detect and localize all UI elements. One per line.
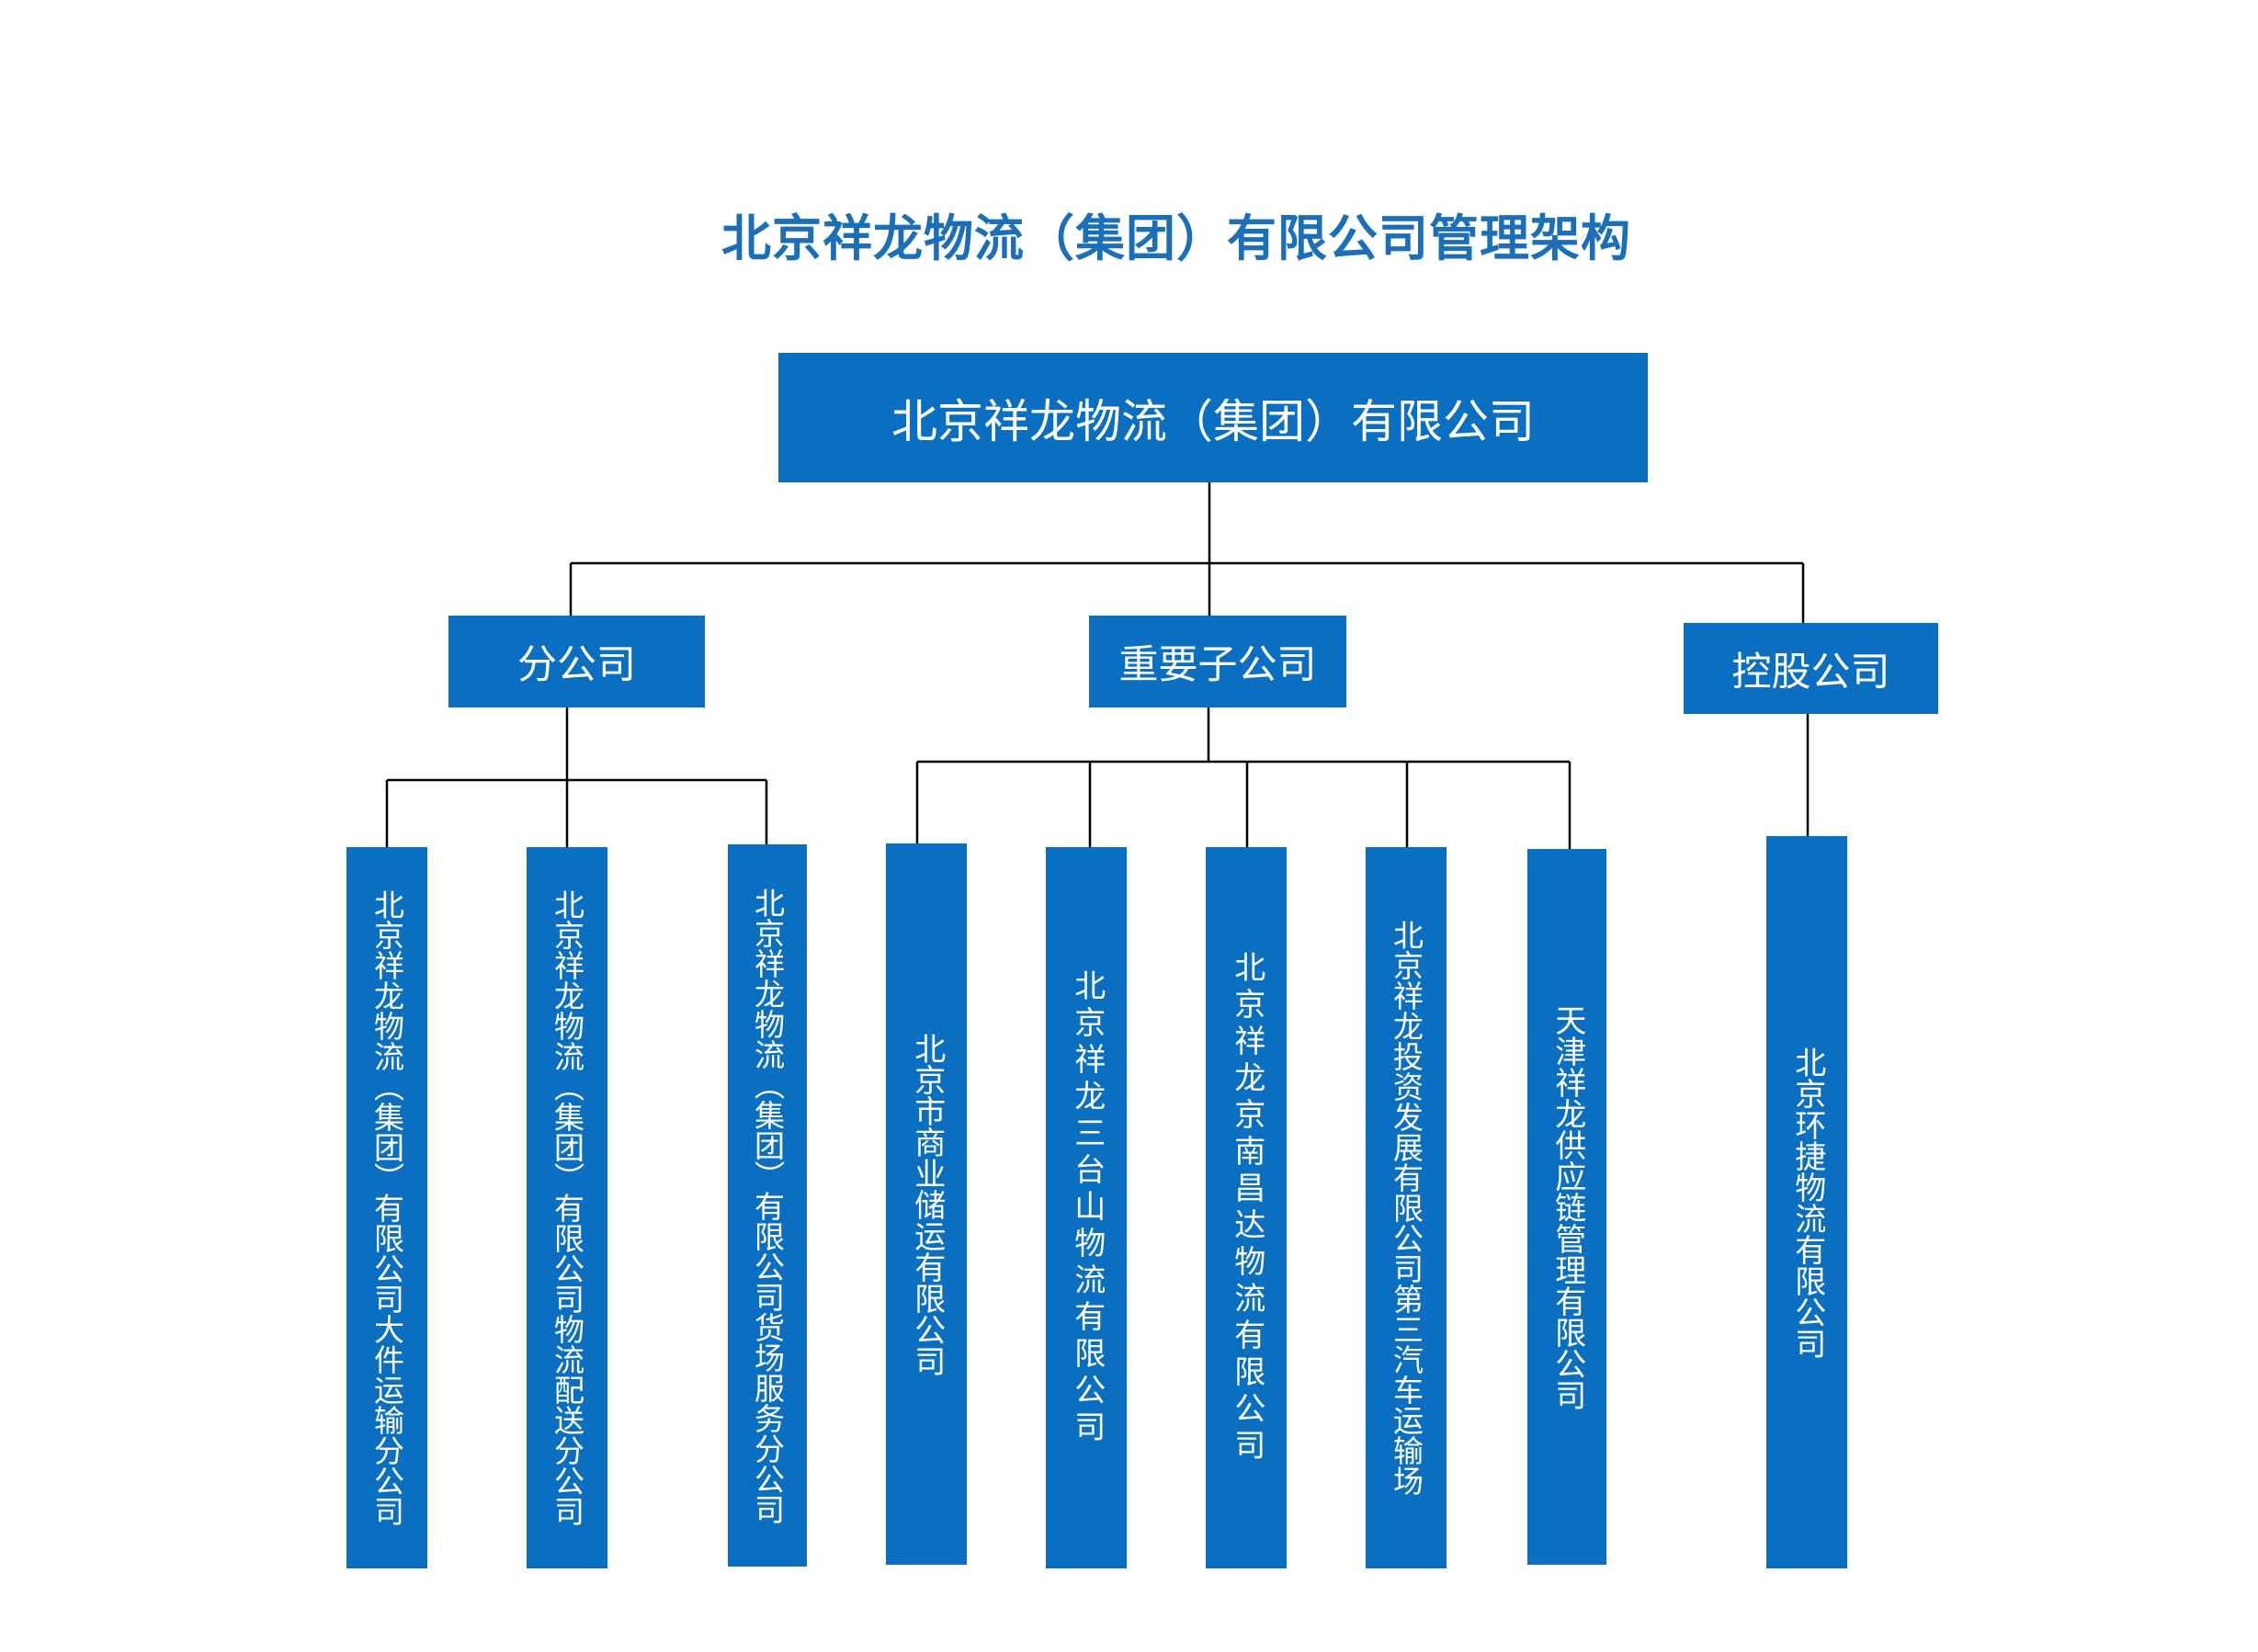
- category-branches: 分公司: [448, 616, 705, 707]
- subsidiary-box: 北京市商业储运有限公司: [886, 843, 967, 1565]
- branch-label: 北京祥龙物流（集团）有限公司大件运输分公司: [369, 889, 405, 1526]
- branch-label: 北京祥龙物流（集团）有限公司货场服务分公司: [749, 887, 786, 1524]
- subsidiary-label: 北京市商业储运有限公司: [908, 1032, 946, 1376]
- category-label: 分公司: [517, 642, 636, 688]
- branch-box: 北京祥龙物流（集团）有限公司物流配送分公司: [527, 847, 607, 1568]
- subsidiary-box: 北京祥龙京南昌达物流有限公司: [1206, 847, 1287, 1568]
- page-title: 北京祥龙物流（集团）有限公司管理架构: [721, 209, 1631, 267]
- branch-label: 北京祥龙物流（集团）有限公司物流配送分公司: [549, 889, 585, 1526]
- root-company-label: 北京祥龙物流（集团）有限公司: [891, 394, 1535, 448]
- subsidiary-box: 天津祥龙供应链管理有限公司: [1527, 849, 1606, 1565]
- branch-box: 北京祥龙物流（集团）有限公司大件运输分公司: [346, 847, 427, 1568]
- category-label: 控股公司: [1731, 649, 1890, 696]
- branch-box: 北京祥龙物流（集团）有限公司货场服务分公司: [728, 844, 807, 1567]
- holding-box: 北京环捷物流有限公司: [1766, 836, 1847, 1568]
- root-company-box: 北京祥龙物流（集团）有限公司: [778, 353, 1648, 482]
- subsidiary-box: 北京祥龙三台山物流有限公司: [1046, 847, 1127, 1568]
- category-holdings: 控股公司: [1684, 623, 1938, 714]
- category-subsidiaries: 重要子公司: [1089, 616, 1346, 707]
- subsidiary-label: 北京祥龙三台山物流有限公司: [1068, 968, 1106, 1447]
- subsidiary-label: 北京祥龙投资发展有限公司第三汽车运输场: [1388, 920, 1424, 1496]
- category-label: 重要子公司: [1118, 642, 1317, 688]
- subsidiary-box: 北京祥龙投资发展有限公司第三汽车运输场: [1366, 847, 1447, 1568]
- holding-label: 北京环捷物流有限公司: [1788, 1046, 1826, 1359]
- subsidiary-label: 天津祥龙供应链管理有限公司: [1549, 1003, 1586, 1410]
- subsidiary-label: 北京祥龙京南昌达物流有限公司: [1228, 950, 1265, 1465]
